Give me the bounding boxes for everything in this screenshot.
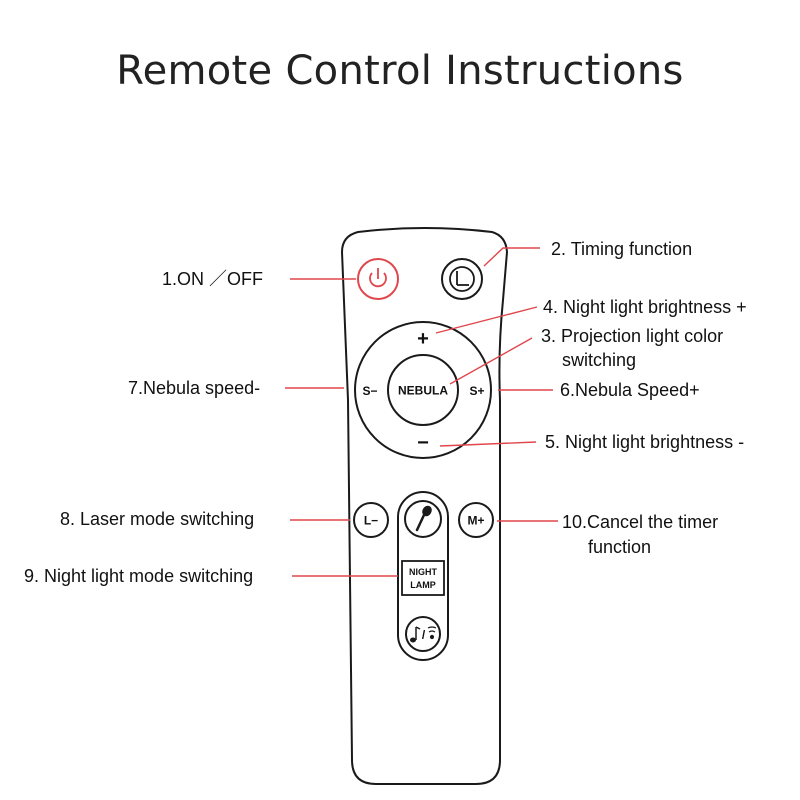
mic-button[interactable] bbox=[404, 500, 442, 538]
page-title: Remote Control Instructions bbox=[116, 48, 684, 94]
music-slash: / bbox=[422, 628, 426, 642]
label-projection-line2: switching bbox=[562, 350, 636, 370]
label-timing: 2. Timing function bbox=[551, 239, 692, 259]
night-lamp-button[interactable]: NIGHT LAMP bbox=[401, 560, 445, 596]
power-icon bbox=[369, 268, 387, 288]
remote-body bbox=[340, 227, 509, 785]
label-cancel-line2: function bbox=[588, 537, 651, 557]
label-laser: 8. Laser mode switching bbox=[60, 509, 254, 529]
speed-down-button[interactable]: S− bbox=[362, 384, 377, 398]
leader-brightness-down bbox=[439, 441, 537, 447]
laser-mode-label: L− bbox=[364, 514, 378, 528]
cancel-timer-label: M+ bbox=[467, 514, 484, 528]
label-on-off: 1.ON ／OFF bbox=[162, 269, 263, 289]
power-button[interactable] bbox=[357, 258, 399, 300]
label-speed-up: 6.Nebula Speed+ bbox=[560, 380, 700, 400]
label-brightness-up: 4. Night light brightness + bbox=[543, 297, 747, 317]
leader-lines bbox=[285, 247, 558, 577]
label-speed-down: 7.Nebula speed- bbox=[128, 378, 260, 398]
brightness-up-button[interactable]: + bbox=[417, 328, 429, 350]
nebula-button[interactable]: NEBULA bbox=[387, 354, 459, 426]
control-ring bbox=[354, 321, 492, 459]
night-lamp-label-line1: NIGHT bbox=[409, 567, 438, 577]
cancel-timer-button[interactable]: M+ bbox=[458, 502, 494, 538]
night-lamp-label-line2: LAMP bbox=[410, 580, 436, 590]
timer-button[interactable] bbox=[441, 258, 483, 300]
label-projection-line1: 3. Projection light color bbox=[541, 326, 723, 346]
music-button[interactable]: / bbox=[405, 616, 441, 652]
leader-projection bbox=[449, 337, 533, 385]
music-note-icon bbox=[410, 626, 421, 643]
nebula-button-label: NEBULA bbox=[398, 384, 448, 398]
wave-icon bbox=[427, 626, 437, 640]
brightness-down-button[interactable]: − bbox=[417, 432, 429, 454]
laser-mode-button[interactable]: L− bbox=[353, 502, 389, 538]
microphone-icon bbox=[415, 505, 432, 532]
leader-brightness-up bbox=[435, 306, 538, 334]
leader-timing bbox=[483, 247, 540, 267]
label-night-mode: 9. Night light mode switching bbox=[24, 566, 253, 586]
label-cancel-line1: 10.Cancel the timer bbox=[562, 512, 718, 532]
clock-icon bbox=[449, 266, 475, 292]
label-brightness-down: 5. Night light brightness - bbox=[545, 432, 744, 452]
speed-up-button[interactable]: S+ bbox=[469, 384, 484, 398]
